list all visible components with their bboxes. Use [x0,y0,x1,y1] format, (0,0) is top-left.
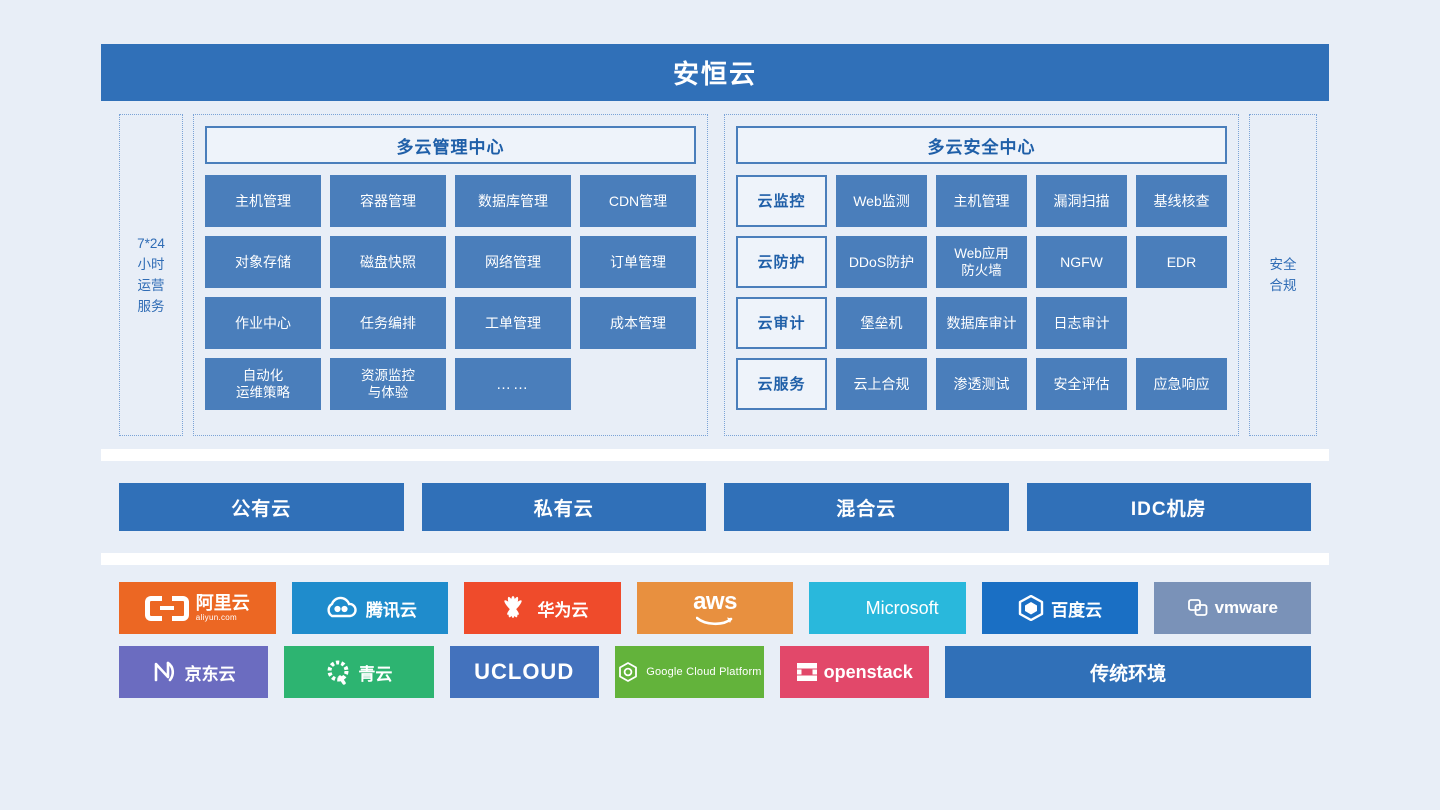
cloud-type-private[interactable]: 私有云 [421,483,706,531]
vendor-label: aws [693,588,737,615]
security-category[interactable]: 云审计 [736,297,827,349]
vendors-section: 阿里云 aliyun.com 腾讯云 [101,565,1329,756]
vendor-label: 百度云 [1051,600,1103,620]
security-cell-empty [1136,297,1227,349]
cloud-type-hybrid[interactable]: 混合云 [724,483,1009,531]
baidu-cloud-icon [1018,595,1044,621]
management-cell[interactable]: 主机管理 [205,175,321,227]
vendor-label: Microsoft [865,597,939,618]
vendor-label: 青云 [358,664,393,684]
security-cell[interactable]: 渗透测试 [936,358,1027,410]
operations-service-label: 7*24 小时 运营 服务 [137,236,165,314]
management-cell[interactable]: 成本管理 [580,297,696,349]
huawei-cloud-icon [496,595,530,621]
security-center-grid: 云监控 Web监测 主机管理 漏洞扫描 基线核查 云防护 DDoS防护 Web应… [736,175,1227,424]
vendor-openstack[interactable]: openstack [780,646,930,698]
management-cell[interactable]: CDN管理 [580,175,696,227]
vendor-label: Google Cloud Platform [646,666,762,678]
vendor-label: 传统环境 [1090,663,1167,685]
security-cell[interactable]: 主机管理 [936,175,1027,227]
security-compliance-column: 安全 合规 [1249,114,1317,436]
jd-cloud-icon [152,659,178,685]
cloud-type-idc[interactable]: IDC机房 [1026,483,1311,531]
vendor-label: 阿里云 [195,593,250,613]
section-divider [101,449,1329,461]
management-cell[interactable]: 磁盘快照 [330,236,446,288]
openstack-icon [796,662,817,682]
security-cell[interactable]: NGFW [1036,236,1127,288]
vendor-row: 阿里云 aliyun.com 腾讯云 [119,582,1312,634]
security-cell[interactable]: 日志审计 [1036,297,1127,349]
google-cloud-icon [617,661,639,683]
management-center-title: 多云管理中心 [205,126,696,164]
vendor-vmware[interactable]: vmware [1154,582,1312,634]
vendor-baidu-cloud[interactable]: 百度云 [981,582,1139,634]
security-category[interactable]: 云监控 [736,175,827,227]
architecture-frame: 安恒云 7*24 小时 运营 服务 多云管理中心 主机管理 容器管理 数据库管理… [101,44,1329,756]
security-cell[interactable]: 基线核查 [1136,175,1227,227]
management-cell-more[interactable]: …… [455,358,571,410]
section-divider [101,553,1329,565]
security-cell[interactable]: Web监测 [836,175,927,227]
management-cell[interactable]: 网络管理 [455,236,571,288]
security-cell[interactable]: DDoS防护 [836,236,927,288]
security-cell[interactable]: 堡垒机 [836,297,927,349]
page-title: 安恒云 [672,59,757,89]
vendor-aliyun[interactable]: 阿里云 aliyun.com [119,582,276,634]
vendor-qingcloud[interactable]: 青云 [284,646,434,698]
multicloud-management-center-panel: 多云管理中心 主机管理 容器管理 数据库管理 CDN管理 对象存储 磁盘快照 网… [193,114,708,436]
management-cell[interactable]: 容器管理 [330,175,446,227]
vendor-sublabel: aliyun.com [195,613,238,622]
vendor-ucloud[interactable]: UCLOUD [449,646,599,698]
tencent-cloud-icon [323,596,359,620]
security-cell[interactable]: 安全评估 [1036,358,1127,410]
vendor-label: vmware [1214,598,1278,617]
security-compliance-label: 安全 合规 [1269,257,1297,293]
platform-section: 7*24 小时 运营 服务 多云管理中心 主机管理 容器管理 数据库管理 CDN… [101,101,1329,449]
operations-service-column: 7*24 小时 运营 服务 [119,114,183,436]
security-category[interactable]: 云服务 [736,358,827,410]
management-cell[interactable]: 数据库管理 [455,175,571,227]
qingcloud-icon [325,659,351,685]
security-center-title-text: 多云安全中心 [927,137,1036,157]
management-center-grid: 主机管理 容器管理 数据库管理 CDN管理 对象存储 磁盘快照 网络管理 订单管… [205,175,696,424]
vendor-label: 腾讯云 [365,600,417,620]
vendor-huawei-cloud[interactable]: 华为云 [464,582,621,634]
management-cell[interactable]: 对象存储 [205,236,321,288]
cloud-type-public[interactable]: 公有云 [119,483,404,531]
vmware-icon [1187,599,1208,617]
microsoft-icon [837,597,859,619]
security-cell[interactable]: 数据库审计 [936,297,1027,349]
aws-smile-icon [696,616,733,626]
vendor-label: openstack [823,661,913,682]
management-center-title-text: 多云管理中心 [396,137,505,157]
security-cell[interactable]: 漏洞扫描 [1036,175,1127,227]
security-cell[interactable]: 云上合规 [836,358,927,410]
vendor-microsoft[interactable]: Microsoft [809,582,966,634]
management-cell[interactable]: 任务编排 [330,297,446,349]
security-cell[interactable]: 应急响应 [1136,358,1227,410]
multicloud-security-center-panel: 多云安全中心 云监控 Web监测 主机管理 漏洞扫描 基线核查 云防护 DDoS… [724,114,1239,436]
security-cell[interactable]: Web应用 防火墙 [936,236,1027,288]
vendor-traditional-environment[interactable]: 传统环境 [945,646,1312,698]
vendor-jd-cloud[interactable]: 京东云 [119,646,269,698]
vendor-label: 京东云 [184,664,236,684]
management-cell[interactable]: 作业中心 [205,297,321,349]
security-cell[interactable]: EDR [1136,236,1227,288]
security-category[interactable]: 云防护 [736,236,827,288]
vendor-label: UCLOUD [474,659,575,684]
management-cell[interactable]: 订单管理 [580,236,696,288]
cloud-types-section: 公有云 私有云 混合云 IDC机房 [101,461,1329,553]
aliyun-icon [144,595,189,621]
management-cell[interactable]: 资源监控 与体验 [330,358,446,410]
vendor-tencent-cloud[interactable]: 腾讯云 [291,582,449,634]
vendor-label: 华为云 [537,600,589,620]
vendor-google-cloud[interactable]: Google Cloud Platform [614,646,765,698]
header-bar: 安恒云 [101,44,1329,101]
vendor-row: 京东云 青云 UCLOUD [119,646,1312,698]
security-center-title: 多云安全中心 [736,126,1227,164]
management-cell[interactable]: 自动化 运维策略 [205,358,321,410]
vendor-aws[interactable]: aws [636,582,794,634]
management-cell[interactable]: 工单管理 [455,297,571,349]
